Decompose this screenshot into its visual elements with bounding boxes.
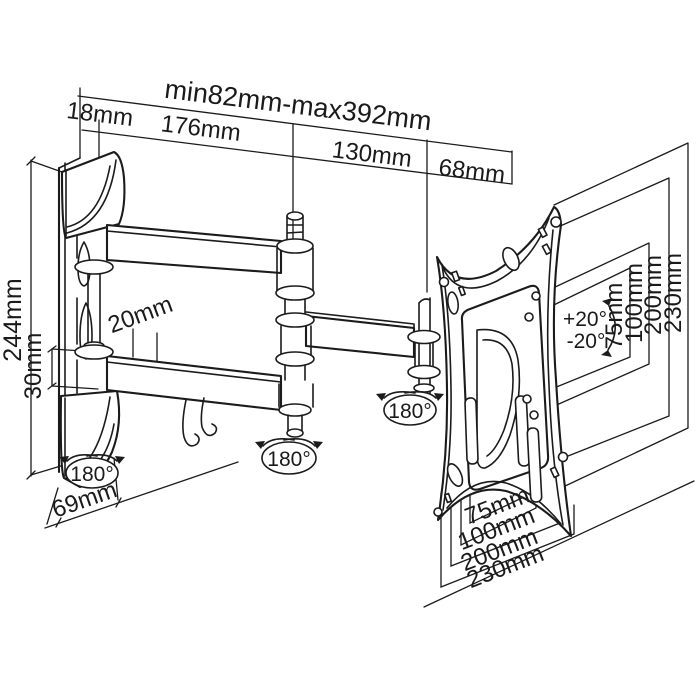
plate-offset-label: 68mm — [437, 154, 506, 189]
slot-pitch-label: 20mm — [104, 291, 176, 339]
swivel-badge-mid — [255, 438, 323, 475]
vesa-holes — [433, 216, 569, 517]
vesa-v-200-label: 200mm — [640, 255, 667, 335]
wall-pivot-hinge — [74, 259, 114, 360]
forearm — [304, 311, 416, 359]
swivel-mid-label: 180° — [267, 448, 310, 471]
wall-mount-drawing — [57, 150, 573, 538]
bottom-cap — [278, 403, 312, 417]
lower-arm — [105, 354, 283, 412]
swivel-plate-label: 180° — [388, 400, 431, 423]
plate-height-label: 244mm — [0, 278, 27, 361]
vesa-plate — [433, 205, 573, 538]
vesa-v-230-label: 230mm — [660, 253, 687, 333]
center-hinge-column — [275, 211, 315, 438]
vesa-v-75-label: 75mm — [601, 283, 628, 350]
tilt-up-label: +20° — [563, 308, 607, 331]
tilt-down-label: -20° — [567, 330, 606, 353]
swivel-badge-wall — [59, 454, 125, 489]
swivel-badge-plate — [376, 391, 444, 426]
vesa-center-panel — [460, 284, 550, 491]
tilt-arrow — [601, 298, 617, 357]
vesa-v-100-label: 100mm — [621, 263, 648, 343]
top-cover — [60, 150, 126, 240]
upper-arm — [105, 223, 283, 275]
top-dimension-chain — [77, 87, 513, 293]
vesa-slot — [526, 427, 543, 503]
plate-elbow-hinge — [407, 297, 441, 394]
arm2-label: 130mm — [331, 136, 414, 173]
vesa-vertical-brackets — [526, 142, 689, 488]
swivel-wall-label: 180° — [70, 463, 113, 486]
cable-hooks — [182, 397, 218, 447]
vesa-slot — [464, 397, 479, 465]
arm-gap-label: 30mm — [20, 333, 47, 400]
